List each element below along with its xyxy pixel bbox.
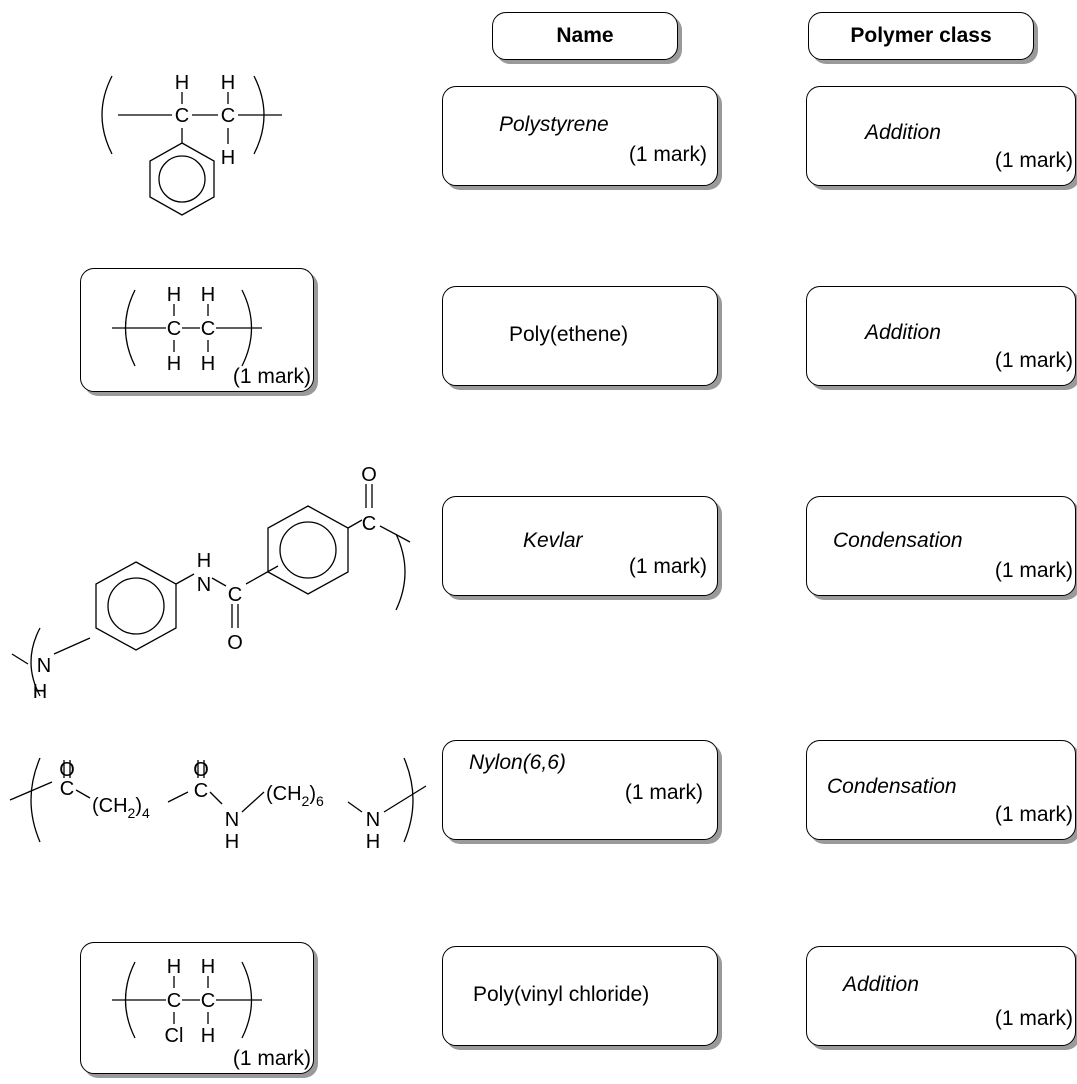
- subscript: 4: [142, 805, 150, 821]
- atom-h: H: [201, 284, 215, 306]
- atom-h: H: [167, 284, 181, 306]
- atom-h: H: [221, 147, 235, 169]
- atom-c: C: [167, 318, 181, 340]
- answer-polymer-class: Addition: [843, 973, 919, 996]
- polymer-class-header-label: Polymer class: [850, 24, 992, 47]
- atom-c: C: [194, 780, 208, 802]
- structure-box-pvc: (1 mark): [80, 942, 314, 1074]
- atom-h: H: [201, 956, 215, 978]
- mark-label: (1 mark): [994, 559, 1073, 582]
- subscript: 2: [128, 805, 136, 821]
- structure-box-poly-ethene: (1 mark): [80, 268, 314, 392]
- answer-box-name-kevlar: Kevlar (1 mark): [442, 496, 718, 596]
- ch2-group: (CH2)6: [266, 783, 324, 809]
- paren: ): [135, 795, 142, 817]
- mark-label: (1 mark): [232, 1047, 311, 1070]
- mark-label: (1 mark): [624, 781, 703, 804]
- atom-c: C: [60, 778, 74, 800]
- atom-h: H: [225, 831, 239, 853]
- answer-box-name-poly-ethene: Poly(ethene): [442, 286, 718, 386]
- answer-name: Nylon(6,6): [469, 751, 566, 774]
- atom-h: H: [201, 353, 215, 375]
- atom-c: C: [175, 105, 189, 127]
- ch2-label: (CH: [92, 795, 128, 817]
- atom-n: N: [197, 574, 211, 596]
- atom-cl: Cl: [165, 1025, 184, 1047]
- atom-o: O: [193, 759, 209, 781]
- atom-o: O: [59, 759, 75, 781]
- mark-label: (1 mark): [994, 1007, 1073, 1030]
- answer-box-name-pvc: Poly(vinyl chloride): [442, 946, 718, 1046]
- atom-h: H: [167, 956, 181, 978]
- answer-box-class-nylon: Condensation (1 mark): [806, 740, 1076, 840]
- ch2-group: (CH2)4: [92, 795, 150, 821]
- answer-box-class-pvc: Addition (1 mark): [806, 946, 1076, 1046]
- answer-polymer-class: Addition: [865, 121, 941, 144]
- atom-h: H: [201, 1025, 215, 1047]
- mark-label: (1 mark): [994, 349, 1073, 372]
- name-column-header: Name: [492, 12, 678, 60]
- answer-name: Poly(ethene): [509, 323, 629, 346]
- answer-polymer-class: Addition: [865, 321, 941, 344]
- mark-label: (1 mark): [994, 803, 1073, 826]
- atom-c: C: [228, 584, 242, 606]
- mark-label: (1 mark): [628, 555, 707, 578]
- atom-h: H: [167, 353, 181, 375]
- polymer-class-column-header: Polymer class: [808, 12, 1034, 60]
- answer-box-name-polystyrene: Polystyrene (1 mark): [442, 86, 718, 186]
- answer-name: Polystyrene: [499, 113, 609, 136]
- answer-name: Kevlar: [523, 529, 583, 552]
- atom-o: O: [361, 464, 377, 486]
- atom-h: H: [175, 72, 189, 94]
- answer-box-class-polystyrene: Addition (1 mark): [806, 86, 1076, 186]
- ch2-label: (CH: [266, 783, 302, 805]
- nylon-structure: O C (CH2)4 O C N H (CH2)6 N H: [9, 757, 427, 853]
- atom-n: N: [37, 655, 51, 677]
- atom-h: H: [197, 550, 211, 572]
- atom-c: C: [167, 990, 181, 1012]
- atom-c: C: [201, 318, 215, 340]
- polystyrene-structure: H H C C H: [101, 72, 282, 216]
- mark-label: (1 mark): [994, 149, 1073, 172]
- answer-box-name-nylon: Nylon(6,6) (1 mark): [442, 740, 718, 840]
- answer-box-class-kevlar: Condensation (1 mark): [806, 496, 1076, 596]
- atom-n: N: [225, 809, 239, 831]
- atom-c: C: [362, 513, 376, 535]
- answer-box-class-poly-ethene: Addition (1 mark): [806, 286, 1076, 386]
- answer-polymer-class: Condensation: [827, 775, 957, 798]
- kevlar-structure: N H H N C O C O: [11, 464, 411, 703]
- atom-c: C: [201, 990, 215, 1012]
- mark-label: (1 mark): [232, 365, 311, 388]
- name-header-label: Name: [556, 24, 614, 47]
- paren: ): [309, 783, 316, 805]
- mark-label: (1 mark): [628, 143, 707, 166]
- poly-ethene-structure: H H C C H H: [112, 284, 262, 375]
- pvc-structure: H H C C Cl H: [112, 956, 262, 1047]
- subscript: 6: [316, 793, 324, 809]
- answer-polymer-class: Condensation: [833, 529, 963, 552]
- atom-h: H: [366, 831, 380, 853]
- atom-n: N: [366, 809, 380, 831]
- atom-o: O: [227, 632, 243, 654]
- atom-c: C: [221, 105, 235, 127]
- atom-h: H: [33, 681, 47, 703]
- subscript: 2: [302, 793, 310, 809]
- atom-h: H: [221, 72, 235, 94]
- answer-name: Poly(vinyl chloride): [473, 983, 650, 1006]
